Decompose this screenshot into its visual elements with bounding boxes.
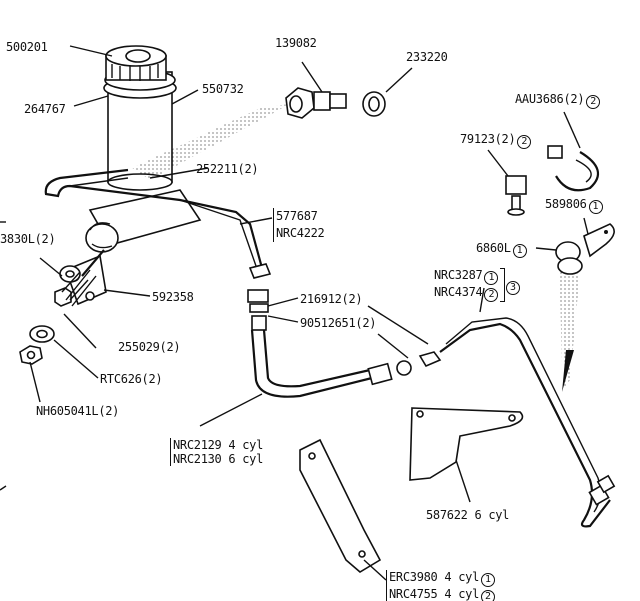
label-252211: 252211(2) — [196, 162, 259, 176]
ref-circle: 1 — [512, 244, 527, 258]
label-79123: 79123(2)2 — [460, 132, 532, 149]
rigid-pipe-lower — [439, 317, 616, 528]
grommet-clip — [555, 223, 615, 275]
ref-circle: 1 — [588, 200, 603, 214]
label-group-ref: 3 — [504, 278, 520, 295]
label-216912: 216912(2) — [300, 292, 363, 306]
label-RTC626: RTC626(2) — [100, 372, 163, 386]
label-255029: 255029(2) — [118, 340, 181, 354]
label-NH605041L: NH605041L(2) — [36, 404, 120, 418]
ref-circle: 2 — [517, 135, 532, 149]
bracket-ERC3980 — [299, 438, 382, 573]
ref-circle: 2 — [586, 95, 601, 109]
label-592358: 592358 — [152, 290, 194, 304]
label-NRC2129: NRC2129 4 cyl — [173, 438, 264, 452]
shading-wedge — [132, 104, 290, 180]
hose-clip — [547, 145, 600, 192]
flexible-hose — [250, 329, 442, 398]
master-cylinder — [64, 45, 202, 306]
label-NRC4222: NRC4222 — [276, 226, 325, 240]
ref-circle: 2 — [484, 288, 499, 302]
group-bracket — [500, 268, 505, 302]
label-264767: 264767 — [24, 102, 66, 116]
leader-lines — [29, 45, 589, 581]
shading-wedge — [560, 270, 580, 390]
label-AAU3686: AAU3686(2)2 — [515, 92, 601, 109]
label-139082: 139082 — [275, 36, 317, 50]
part-number: 6860L — [476, 241, 511, 255]
label-NRC2130: NRC2130 6 cyl — [173, 452, 264, 466]
union-fitting — [247, 263, 272, 331]
part-number: 79123(2) — [460, 132, 516, 146]
part-number: 589806 — [545, 197, 587, 211]
fasteners — [19, 265, 97, 365]
ref-circle: 3 — [506, 281, 520, 295]
adaptor-139082 — [285, 87, 386, 119]
label-3830L: 3830L(2) — [0, 232, 56, 246]
label-group-hose: NRC2129 4 cyl NRC2130 6 cyl — [170, 438, 263, 466]
part-number: AAU3686(2) — [515, 92, 585, 106]
label-90512651: 90512651(2) — [300, 316, 377, 330]
bracket-587622 — [409, 407, 524, 481]
label-group-577687-NRC4222: 577687 NRC4222 — [273, 208, 325, 242]
label-577687: 577687 — [276, 209, 318, 223]
label-233220: 233220 — [406, 50, 448, 64]
label-550732: 550732 — [202, 82, 244, 96]
clip-79123 — [505, 175, 527, 216]
label-500201: 500201 — [6, 40, 48, 54]
ref-circle: 1 — [481, 573, 496, 587]
ref-circle: 2 — [481, 590, 496, 601]
ref-circle: 1 — [484, 271, 499, 285]
label-587622: 587622 6 cyl — [426, 508, 510, 522]
rigid-pipe-upper — [44, 168, 264, 269]
